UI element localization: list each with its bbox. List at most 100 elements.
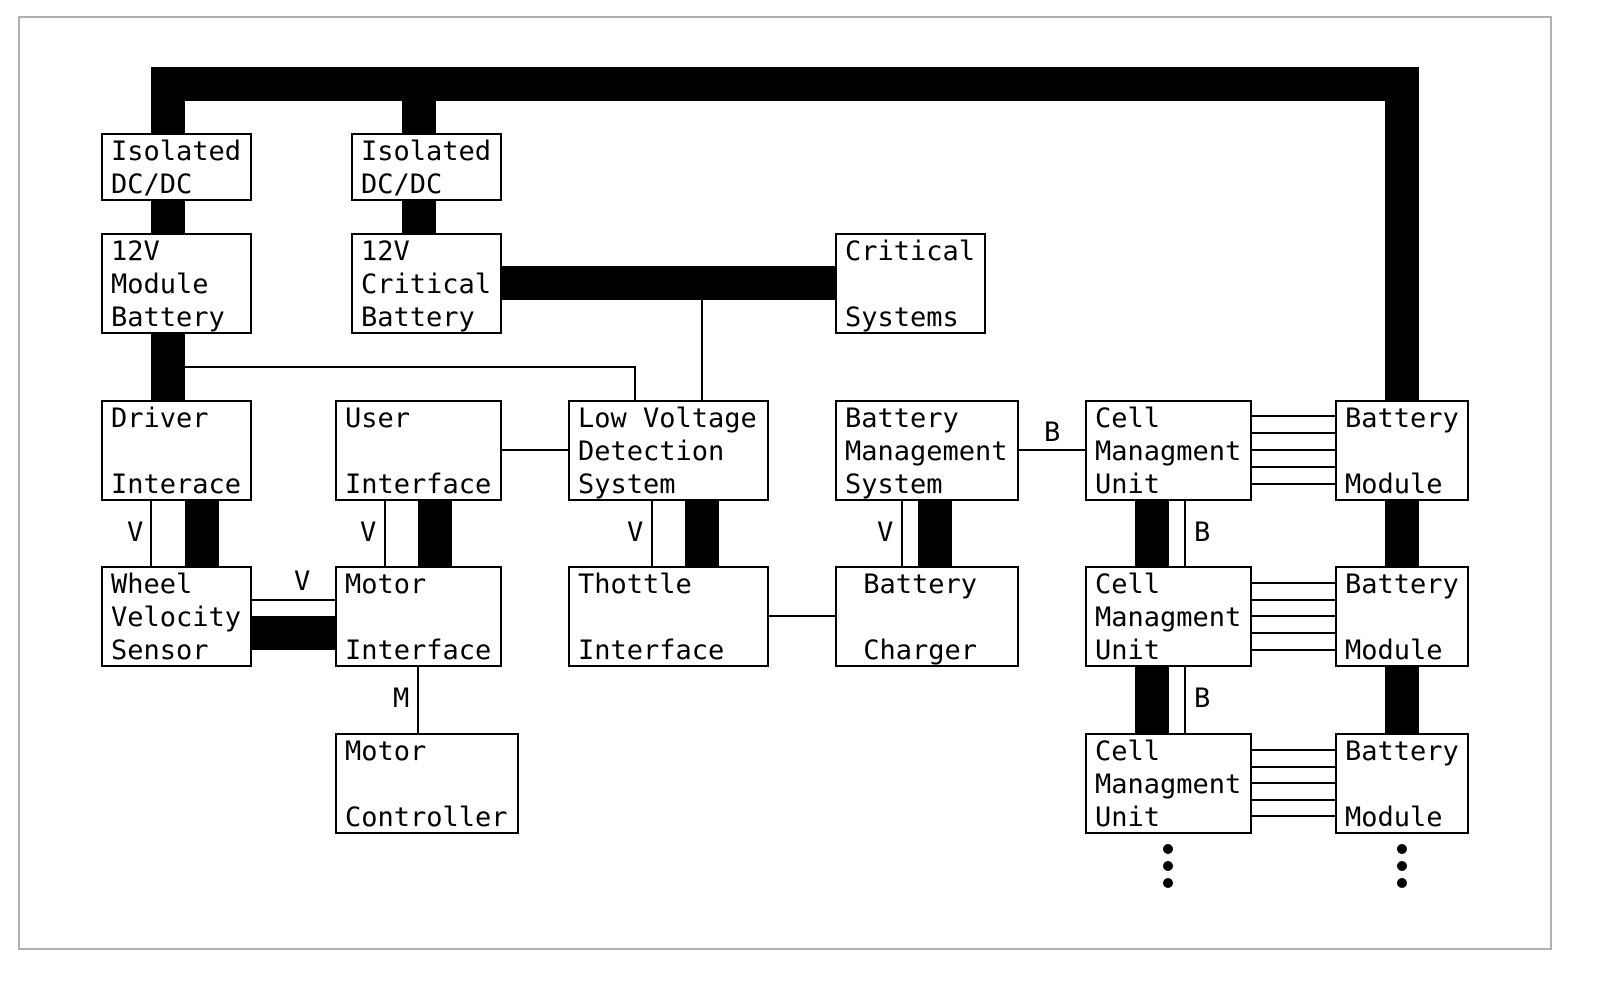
box-line: Interface (345, 635, 492, 666)
box-line: Module (1345, 635, 1443, 666)
user-interface-box: User Interface (335, 400, 502, 501)
box-line: Isolated (111, 136, 242, 167)
box-line: Management (845, 436, 1008, 467)
box-line: Battery (1345, 736, 1459, 767)
cell-management-unit-box: Cell Managment Unit (1085, 733, 1252, 834)
continuation-dot (1163, 878, 1173, 888)
motor-controller-box: Motor Controller (335, 733, 519, 834)
box-line: DC/DC (361, 169, 443, 200)
cell-management-unit-box: Cell Managment Unit (1085, 400, 1252, 501)
edge-label-v: V (877, 517, 894, 548)
box-line: Wheel (111, 569, 193, 600)
box-line: Controller (345, 802, 508, 833)
box-line: Module (1345, 469, 1443, 500)
isolated-dcdc-box: Isolated DC/DC (101, 133, 252, 201)
low-voltage-detection-box: Low Voltage Detection System (568, 400, 769, 501)
box-line: Unit (1095, 469, 1161, 500)
box-line: Unit (1095, 802, 1161, 833)
box-line: Velocity (111, 602, 242, 633)
box-line: Critical (361, 269, 492, 300)
box-line: Cell (1095, 403, 1161, 434)
box-line: Thottle (578, 569, 692, 600)
power-link-cmu1-cmu2 (1135, 499, 1169, 568)
battery-module-box: Battery Module (1335, 733, 1469, 834)
power-link-ui-motor (418, 499, 452, 568)
continuation-dot (1163, 861, 1173, 871)
box-line: Motor (345, 736, 427, 767)
motor-interface-box: Motor Interface (335, 566, 502, 667)
battery-module-box: Battery Module (1335, 400, 1469, 501)
continuation-dot (1397, 861, 1407, 871)
power-link-dcdc1-battery (151, 199, 185, 235)
power-bus-left-drop (151, 67, 185, 135)
box-line: Battery (111, 302, 225, 333)
box-line: System (578, 469, 676, 500)
power-bus-mid-drop (402, 67, 436, 135)
box-line: Cell (1095, 569, 1161, 600)
power-link-battery-driver (151, 332, 185, 402)
continuation-dot (1163, 844, 1173, 854)
module-battery-box: 12V Module Battery (101, 233, 252, 334)
power-bus-top (151, 67, 1419, 101)
box-line: Driver (111, 403, 209, 434)
signal-battery-lvds (185, 366, 636, 401)
battery-management-system-box: Battery Management System (835, 400, 1019, 501)
box-line: Cell (1095, 736, 1161, 767)
power-link-critical-bus (501, 266, 837, 300)
box-line: Managment (1095, 436, 1242, 467)
power-link-lvds-throttle (685, 499, 719, 568)
box-line: Battery (1345, 569, 1459, 600)
edge-label-v: V (294, 566, 311, 597)
power-link-bms-charger (918, 499, 952, 568)
wheel-velocity-sensor-box: Wheel Velocity Sensor (101, 566, 252, 667)
critical-battery-box: 12V Critical Battery (351, 233, 502, 334)
diagram-frame (18, 16, 1552, 950)
box-line: Managment (1095, 769, 1242, 800)
power-bus-right-drop (1385, 67, 1419, 402)
battery-charger-box: Battery Charger (835, 566, 1019, 667)
box-line: Sensor (111, 635, 209, 666)
critical-systems-box: Critical Systems (835, 233, 986, 334)
box-line: Module (111, 269, 209, 300)
box-line: Interface (345, 469, 492, 500)
box-line: Systems (845, 302, 959, 333)
continuation-dot (1397, 878, 1407, 888)
power-link-bm2-bm3 (1385, 665, 1419, 735)
edge-label-v: V (127, 517, 144, 548)
box-line: Critical (845, 236, 976, 267)
isolated-dcdc-box: Isolated DC/DC (351, 133, 502, 201)
power-link-driver-wheel (185, 499, 219, 568)
box-line: Unit (1095, 635, 1161, 666)
edge-label-b: B (1194, 517, 1211, 548)
box-line: Charger (847, 635, 978, 666)
cell-management-unit-box: Cell Managment Unit (1085, 566, 1252, 667)
power-link-wheel-motor (251, 616, 336, 650)
box-line: Detection (578, 436, 725, 467)
box-line: DC/DC (111, 169, 193, 200)
edge-label-v: V (360, 517, 377, 548)
throttle-interface-box: Thottle Interface (568, 566, 769, 667)
power-link-bm1-bm2 (1385, 499, 1419, 568)
box-line: Battery (361, 302, 475, 333)
box-line: Interace (111, 469, 242, 500)
box-line: 12V (111, 236, 160, 267)
box-line: Motor (345, 569, 427, 600)
power-link-cmu2-cmu3 (1135, 665, 1169, 735)
edge-label-m: M (393, 683, 410, 714)
box-line: Battery (845, 403, 959, 434)
box-line: Battery (1345, 403, 1459, 434)
edge-label-v: V (627, 517, 644, 548)
edge-label-b: B (1044, 417, 1061, 448)
power-link-dcdc2-battery (402, 199, 436, 235)
edge-label-b: B (1194, 683, 1211, 714)
box-line: Low Voltage (578, 403, 757, 434)
continuation-dot (1397, 844, 1407, 854)
box-line: Isolated (361, 136, 492, 167)
box-line: Module (1345, 802, 1443, 833)
box-line: 12V (361, 236, 410, 267)
battery-module-box: Battery Module (1335, 566, 1469, 667)
box-line: Managment (1095, 602, 1242, 633)
driver-interface-box: Driver Interace (101, 400, 252, 501)
